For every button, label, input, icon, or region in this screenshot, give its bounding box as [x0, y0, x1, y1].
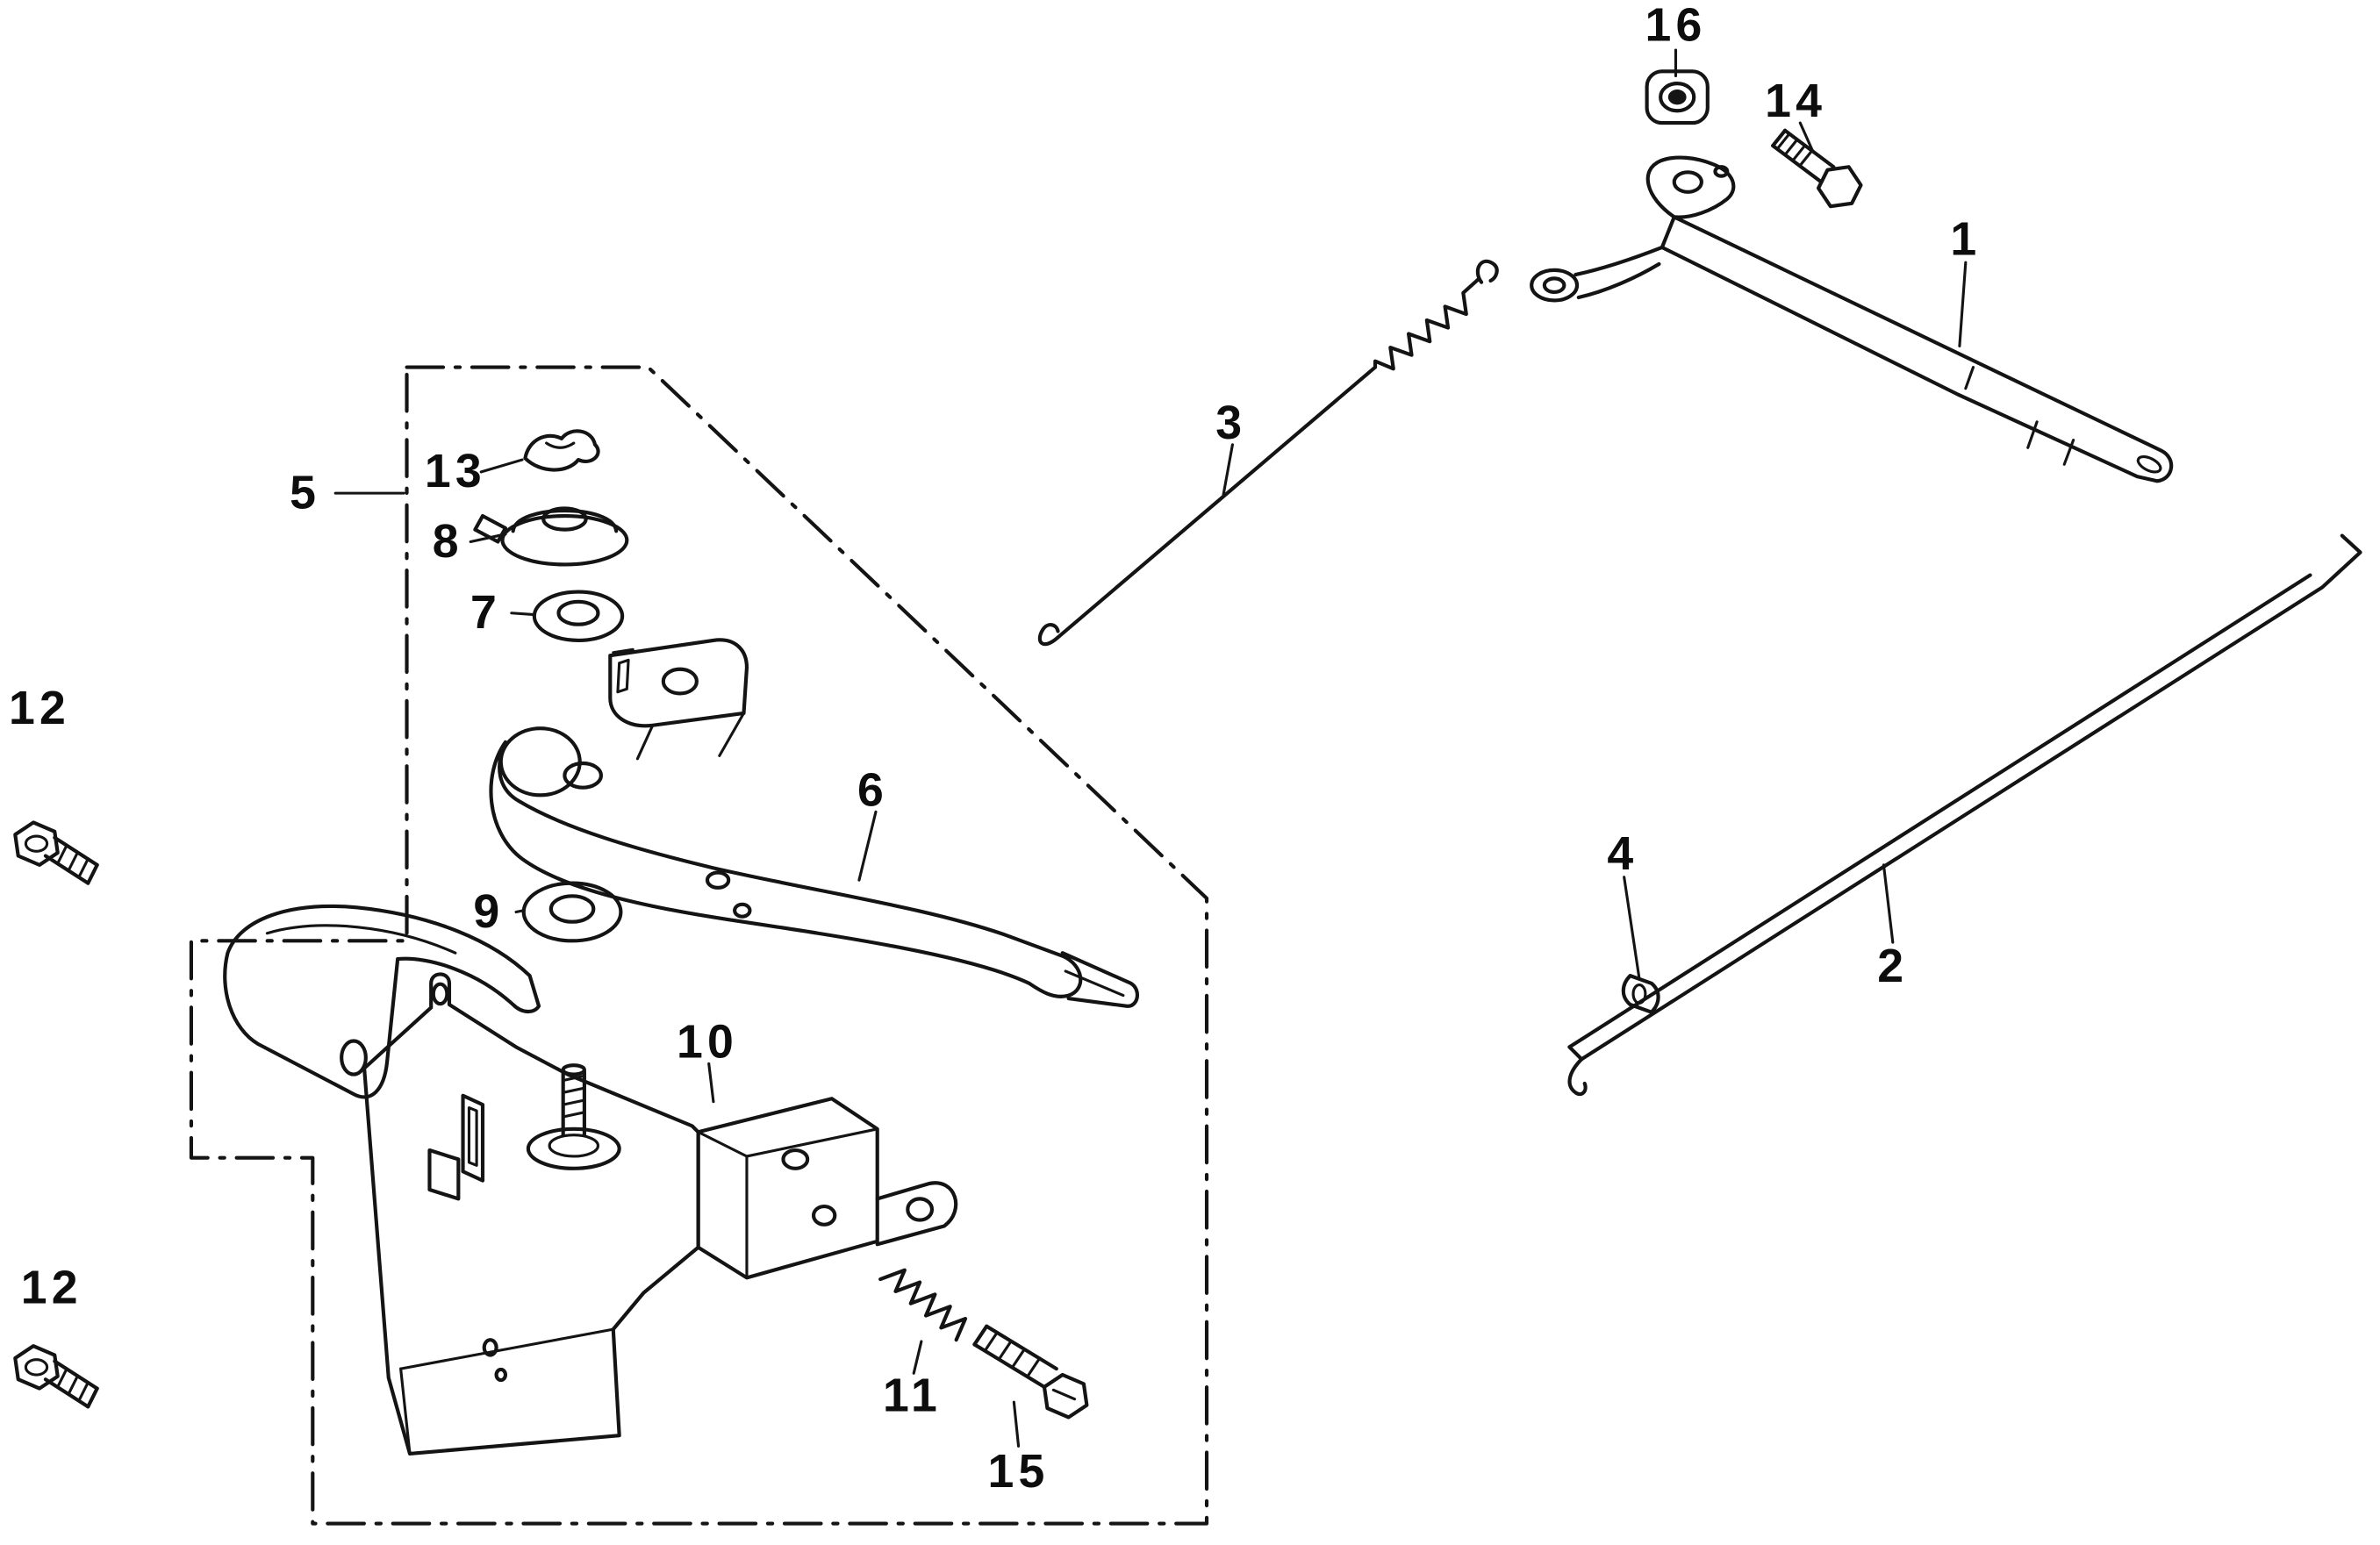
- part-clip-13: [523, 429, 600, 472]
- part-spring-rod-3: [1037, 259, 1499, 647]
- part-label-14[interactable]: 14: [1765, 74, 1827, 128]
- part-washer-9: [521, 881, 623, 943]
- cover-plate: [223, 904, 541, 1099]
- part-label-5[interactable]: 5: [290, 465, 321, 519]
- leader-lines: [333, 48, 1968, 1448]
- part-throttle-lever-6: [489, 638, 1139, 1008]
- part-hex-bolt-14: [1771, 128, 1863, 209]
- part-label-9[interactable]: 9: [473, 884, 505, 938]
- part-control-rod-2: [1567, 533, 2362, 1097]
- part-hex-bolt-12-upper: [13, 820, 99, 885]
- part-hex-bolt-12-lower: [13, 1344, 99, 1409]
- part-label-6[interactable]: 6: [857, 762, 889, 817]
- part-label-16[interactable]: 16: [1645, 0, 1707, 52]
- part-rod-clip-4: [1621, 974, 1660, 1014]
- part-mounting-bracket-10: [362, 972, 958, 1456]
- assembly-boundary-outline: [189, 365, 1209, 1526]
- part-label-15[interactable]: 15: [987, 1444, 1050, 1499]
- part-label-12-upper[interactable]: 12: [8, 681, 70, 735]
- part-label-3[interactable]: 3: [1215, 396, 1247, 449]
- part-label-12-lower[interactable]: 12: [20, 1261, 82, 1314]
- part-label-10[interactable]: 10: [676, 1015, 739, 1069]
- part-hex-bolt-15: [972, 1324, 1089, 1420]
- part-grommet-8: [473, 506, 629, 567]
- part-label-4[interactable]: 4: [1607, 826, 1638, 881]
- part-label-13[interactable]: 13: [424, 444, 486, 498]
- part-label-8[interactable]: 8: [432, 514, 463, 568]
- part-control-lever-1: [1530, 155, 2174, 483]
- part-label-1[interactable]: 1: [1950, 212, 1982, 266]
- part-flange-nut-16: [1645, 69, 1710, 125]
- part-washer-7: [532, 590, 625, 642]
- part-coil-spring-11: [878, 1268, 968, 1342]
- part-label-2[interactable]: 2: [1877, 939, 1909, 993]
- part-label-11[interactable]: 11: [882, 1369, 943, 1422]
- part-label-7[interactable]: 7: [470, 585, 501, 640]
